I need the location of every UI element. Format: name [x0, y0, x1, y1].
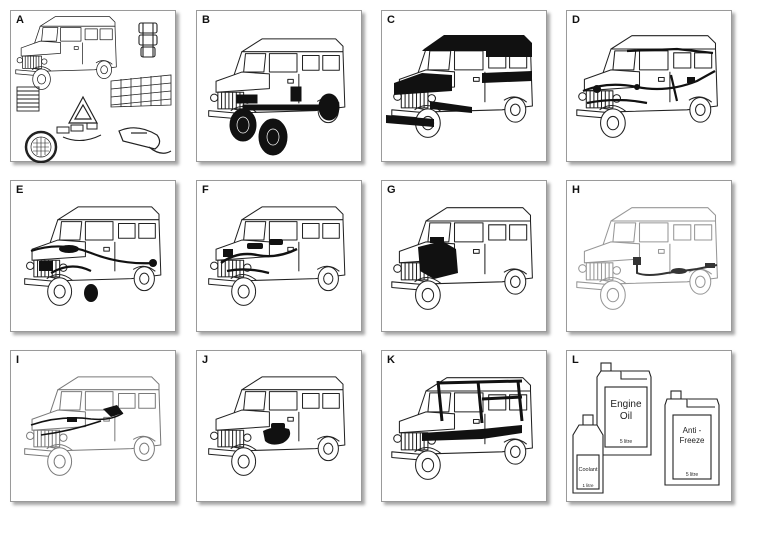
panel-e: E [10, 180, 176, 332]
panel-a: A [10, 10, 176, 163]
panel-label: B [202, 14, 210, 26]
panel-g: G [381, 180, 547, 332]
panel-label: E [16, 184, 24, 196]
fittings-icon [56, 122, 102, 141]
panel-label: G [387, 184, 396, 196]
fluids-illustration: Engine Oil 5 litre Coolant 1 litre Anti … [572, 362, 720, 494]
antifreeze-volume: 5 litre [686, 472, 698, 478]
panel-f: F [196, 180, 362, 332]
antifreeze-label-line1: Anti - [683, 426, 702, 435]
body-panels-illustration [386, 35, 533, 138]
fuel-system-illustration [24, 376, 162, 476]
air-intake-illustration [208, 376, 346, 476]
panel-label: H [572, 184, 580, 196]
panel-i: I [10, 350, 176, 502]
engine-oil-label-line1: Engine [610, 399, 642, 410]
chassis-wheels-illustration [208, 38, 346, 156]
wiring-illustration [576, 35, 718, 138]
antifreeze-label-line2: Freeze [680, 436, 705, 445]
spot-lamp-icon [24, 130, 58, 163]
panel-label: D [572, 14, 580, 26]
antifreeze-can [664, 390, 720, 486]
coolant-bottle [572, 414, 604, 494]
panel-l: L Engine Oil 5 litre Coolant 1 litre Ant… [566, 350, 732, 502]
engine-oil-can [596, 362, 652, 456]
panel-d: D [566, 10, 732, 162]
warning-triangle-icon [67, 95, 99, 124]
panel-label: J [202, 354, 209, 366]
engine-oil-volume: 5 litre [620, 439, 632, 445]
cargo-net-icon [110, 74, 172, 108]
coolant-volume: 1 litre [582, 483, 594, 488]
cooling-system-illustration [208, 206, 346, 306]
lamp-guard-icon [138, 22, 158, 58]
exhaust-illustration [576, 207, 718, 310]
panel-label: A [16, 14, 24, 26]
tow-handle-icon [118, 127, 172, 154]
grille-panel-icon [16, 86, 40, 112]
panel-h: H [566, 180, 732, 332]
panel-label: L [572, 354, 579, 366]
roll-cage-illustration [391, 377, 533, 480]
panel-b: B [196, 10, 362, 162]
brakes-illustration [24, 206, 162, 306]
panel-label: I [16, 354, 20, 366]
coolant-label: Coolant [579, 467, 598, 473]
panel-label: K [387, 354, 395, 366]
accessories-illustration [15, 16, 172, 163]
engine-illustration [391, 207, 533, 310]
panel-label: C [387, 14, 395, 26]
panel-label: F [202, 184, 209, 196]
engine-oil-label-line2: Oil [620, 411, 632, 422]
panel-j: J [196, 350, 362, 502]
panel-k: K [381, 350, 547, 502]
panel-c: C [381, 10, 547, 162]
